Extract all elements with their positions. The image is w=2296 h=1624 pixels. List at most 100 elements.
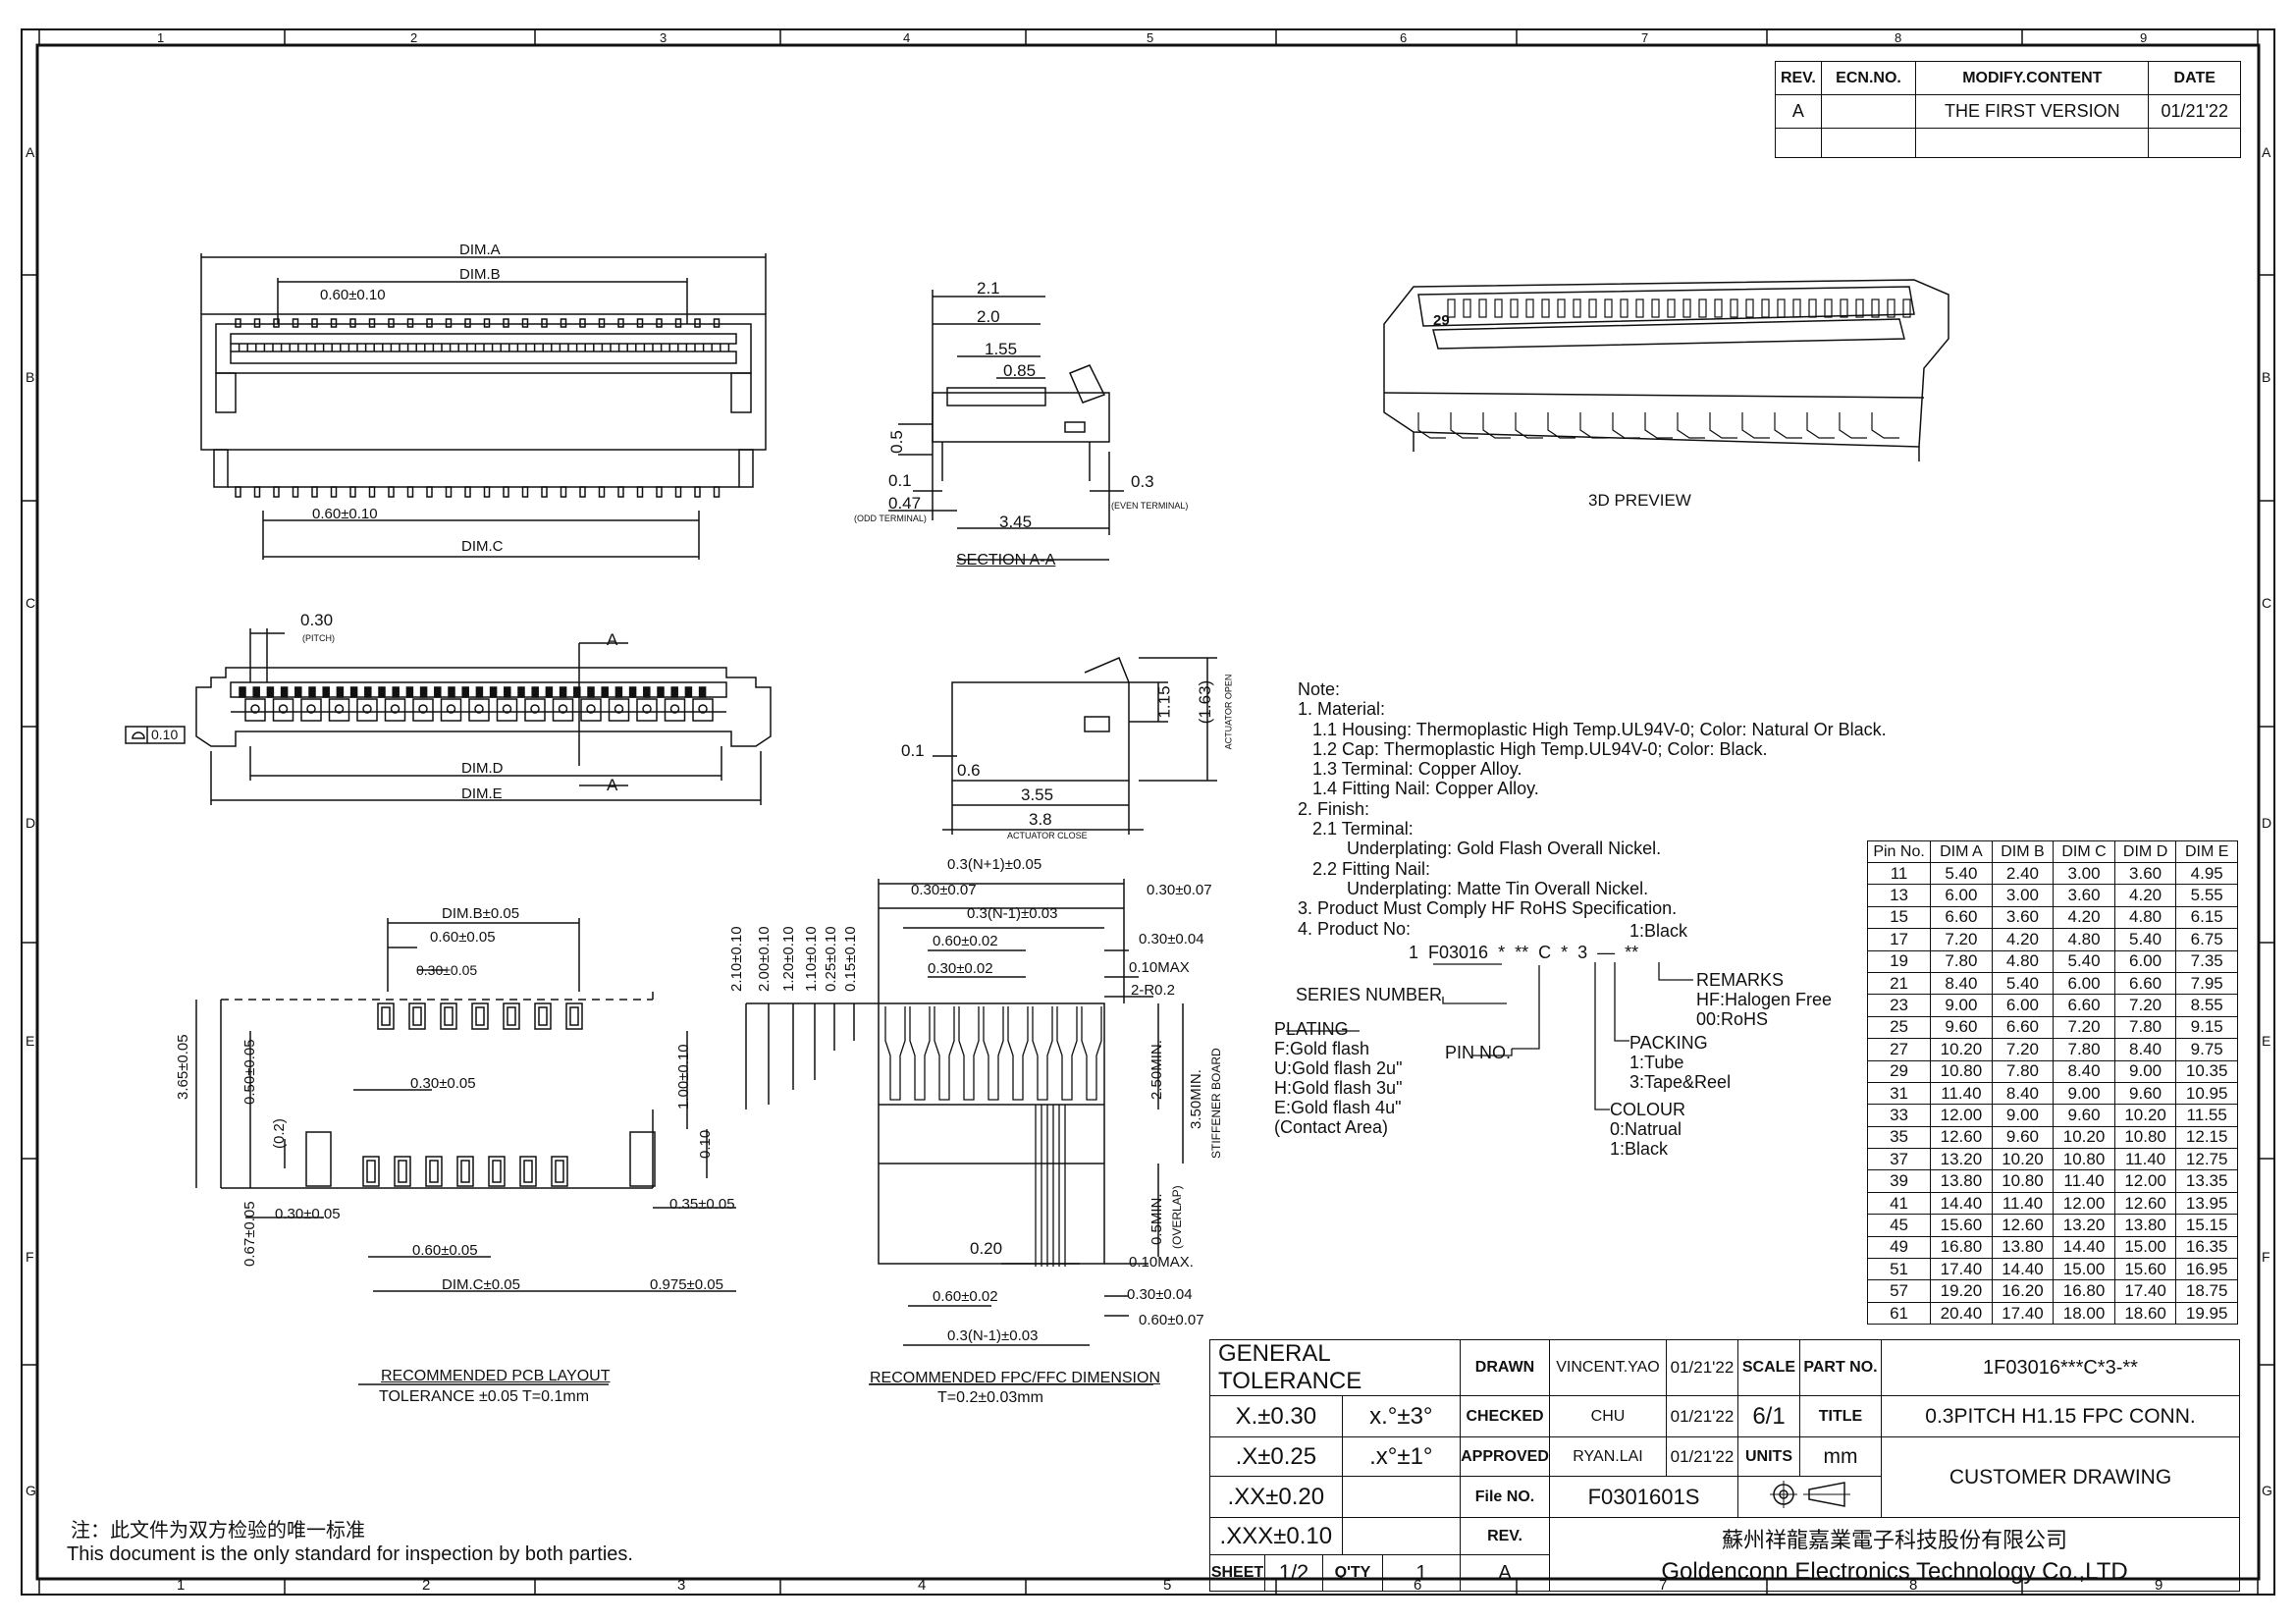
front-pin-window	[440, 698, 462, 722]
pcb-pad-top	[565, 1002, 583, 1030]
preview-lead	[1806, 412, 1835, 439]
dim-table-cell: 31	[1866, 1081, 1932, 1106]
dim-table-cell: 13.95	[2175, 1191, 2238, 1216]
front-section-mark-bottom: A	[607, 776, 618, 794]
front-pin-contact	[586, 704, 596, 714]
dim-table-cell: 13.20	[2053, 1214, 2115, 1237]
date-header: DATE	[2148, 61, 2241, 95]
dim-table-cell: 19.20	[1930, 1279, 1993, 1303]
preview-slot	[1808, 298, 1817, 318]
preview-lead	[1612, 412, 1640, 439]
front-pin-contact	[614, 704, 624, 714]
dim-table-cell: 13.80	[1930, 1169, 1993, 1193]
fpc-finger	[1056, 1006, 1078, 1101]
front-pin-window	[272, 698, 294, 722]
tolerance-angle-1: x.°±3°	[1341, 1395, 1462, 1437]
dim-table-cell: 6.60	[2113, 971, 2177, 996]
border-row-label-right: D	[2262, 815, 2272, 831]
drawn-by: VINCENT.YAO	[1549, 1339, 1667, 1396]
bottom-pin	[311, 486, 318, 498]
date-cell: 01/21'22	[2148, 94, 2241, 129]
dim-table-cell: 4.95	[2175, 861, 2238, 886]
fpc-dim-2-r02: 2-R0.2	[1131, 982, 1176, 999]
dim-table-cell: 6.75	[2175, 928, 2238, 951]
bottom-pin	[713, 486, 721, 498]
pcb-pad-bottom-inner	[492, 1160, 502, 1183]
border-row-label-left: B	[26, 369, 35, 385]
dim-table-cell: 17.40	[1930, 1258, 1993, 1281]
dim-table-cell: 18.75	[2175, 1279, 2238, 1303]
side-actuator-open: ACTUATOR OPEN	[1223, 674, 1234, 750]
tolerance-x: X.±0.30	[1209, 1395, 1343, 1437]
approved-by: RYAN.LAI	[1549, 1436, 1667, 1477]
preview-3d-drawing	[1383, 279, 1949, 461]
front-section-mark-top: A	[607, 630, 618, 649]
tolerance-empty	[1341, 1517, 1462, 1555]
dim-table-cell: 4.20	[1991, 928, 2055, 951]
checked-by: CHU	[1549, 1395, 1667, 1437]
pcb-dim-0-60: 0.60±0.05	[430, 929, 496, 946]
section-even-terminal: (EVEN TERMINAL)	[1111, 501, 1189, 511]
front-pin-contact	[558, 704, 568, 714]
dim-table-cell: 7.80	[2113, 1015, 2177, 1040]
front-pin-window	[496, 698, 518, 722]
front-pin-tip	[392, 686, 400, 698]
dim-table-cell: 11	[1866, 861, 1932, 886]
dim-table-cell: 10.35	[2175, 1059, 2238, 1083]
dim-table-cell: 3.00	[2053, 861, 2115, 886]
sheet-label: SHEET	[1210, 1555, 1265, 1591]
dim-table-cell: 12.15	[2175, 1125, 2238, 1150]
section-dim-0-3: 0.3	[1131, 472, 1154, 491]
front-pin-tip	[266, 686, 275, 698]
dim-table-cell: 12.00	[1930, 1104, 1993, 1127]
front-pin-window	[384, 698, 406, 722]
preview-slot	[1478, 298, 1487, 318]
preview-slot	[1714, 298, 1723, 318]
border-col-label-top: 3	[660, 30, 667, 45]
dim-table-cell: 10.80	[2113, 1125, 2177, 1150]
preview-3d-label: 3D PREVIEW	[1588, 491, 1691, 510]
dim-table-cell: 15	[1866, 905, 1932, 930]
dim-table-cell: 6.00	[1991, 994, 2055, 1017]
pcb-pad-top	[471, 1002, 489, 1030]
dim-b-label: DIM.B	[459, 266, 501, 283]
top-pin	[406, 318, 414, 328]
front-pin-tip	[475, 686, 484, 698]
dim-table-cell: 9.60	[1930, 1015, 1993, 1040]
units-label: UNITS	[1737, 1436, 1800, 1477]
top-pin	[273, 318, 280, 328]
front-pin-contact	[446, 704, 456, 714]
top-pin	[521, 318, 529, 328]
file-no-label: File NO.	[1460, 1476, 1550, 1518]
front-pin-contact	[418, 704, 428, 714]
border-row-label-left: D	[26, 815, 36, 831]
dim-table-cell: 10.80	[1930, 1059, 1993, 1083]
section-dim-1-55: 1.55	[985, 340, 1018, 358]
front-pin-tip	[294, 686, 302, 698]
dim-table-cell: 18.00	[2053, 1301, 2115, 1326]
front-pin-tip	[461, 686, 469, 698]
pcb-dim-c: DIM.C±0.05	[442, 1276, 520, 1293]
company-block: 蘇州祥龍嘉業電子科技股份有限公司 Goldenconn Electronics …	[1549, 1517, 2240, 1592]
border-row-label-left: C	[26, 595, 36, 611]
front-pin-contact	[642, 704, 652, 714]
pcb-pad-top-inner	[475, 1006, 485, 1026]
preview-slot	[1777, 298, 1786, 318]
front-pin-contact	[390, 704, 400, 714]
dim-table-cell: 27	[1866, 1038, 1932, 1061]
fpc-finger	[1081, 1006, 1102, 1101]
preview-slot	[1588, 298, 1597, 318]
dim-table-cell: 20.40	[1930, 1301, 1993, 1326]
dim-table-cell: 9.00	[1991, 1104, 2055, 1127]
fpc-finger	[1032, 1006, 1053, 1101]
dim-table-cell: 16.20	[1991, 1279, 2055, 1303]
dim-e-label: DIM.E	[461, 785, 503, 802]
fpc-dim-3-50min: 3.50MIN.	[1188, 1069, 1204, 1129]
approved-label: APPROVED	[1460, 1436, 1550, 1477]
bottom-pin	[253, 486, 261, 498]
preview-slot	[1620, 298, 1629, 318]
